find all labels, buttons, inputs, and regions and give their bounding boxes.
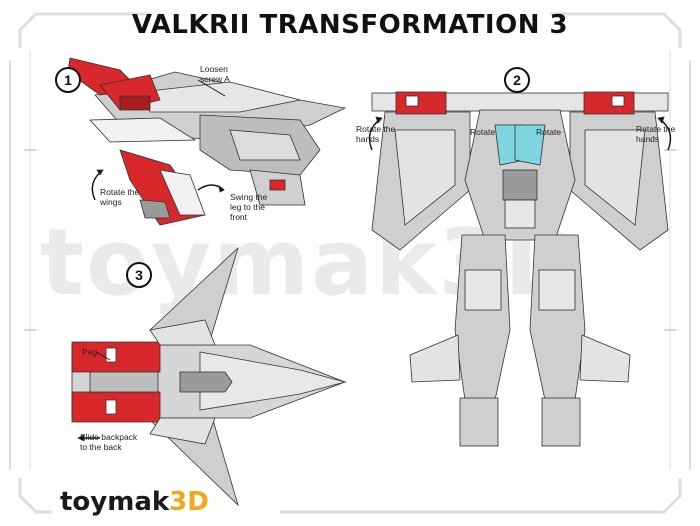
label-rotate-wings: Rotate the wings [100,187,140,207]
step1-drawing [67,57,347,226]
label-swing-leg: Swing the leg to the front [230,192,268,222]
brand-logo-text: toymak [60,487,170,517]
label-rotate-right: Rotate [536,127,562,137]
label-loosen-screw: Loosen screw A [200,64,230,84]
page-frame [9,12,691,514]
step-number-1: 1 [55,67,81,93]
frame-ticks [24,149,676,331]
label-rotate-left: Rotate [470,127,496,137]
brand-logo: toymak3D [60,488,209,516]
step-number-2: 2 [504,67,530,93]
step3-drawing [71,246,347,507]
step-number-3: 3 [126,262,152,288]
label-rotate-hands-right: Rotate the hands [636,124,676,144]
label-rotate-hands-left: Rotate the hands [356,124,396,144]
brand-logo-accent: 3D [169,487,209,517]
label-peg: Peg [82,347,98,357]
step2-drawing [368,91,672,447]
label-slide-backpack: Slide backpack to the back [80,432,138,452]
page-title: VALKRII TRANSFORMATION 3 [131,10,569,40]
